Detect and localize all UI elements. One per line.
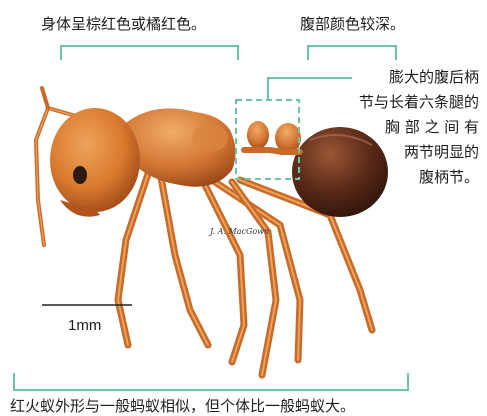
petiole-connector — [268, 78, 352, 100]
head — [50, 108, 140, 212]
gaster — [292, 127, 388, 217]
whole-body-bracket — [13, 373, 409, 391]
eye — [73, 166, 87, 184]
bottom-caption: 红火蚁外形与一般蚂蚁相似，但个体比一般蚂蚁大。 — [10, 396, 355, 416]
artist-signature: J. A. MacGown — [210, 222, 269, 242]
scale-bar-label: 1mm — [68, 316, 101, 336]
petiole-node-1 — [247, 121, 269, 149]
